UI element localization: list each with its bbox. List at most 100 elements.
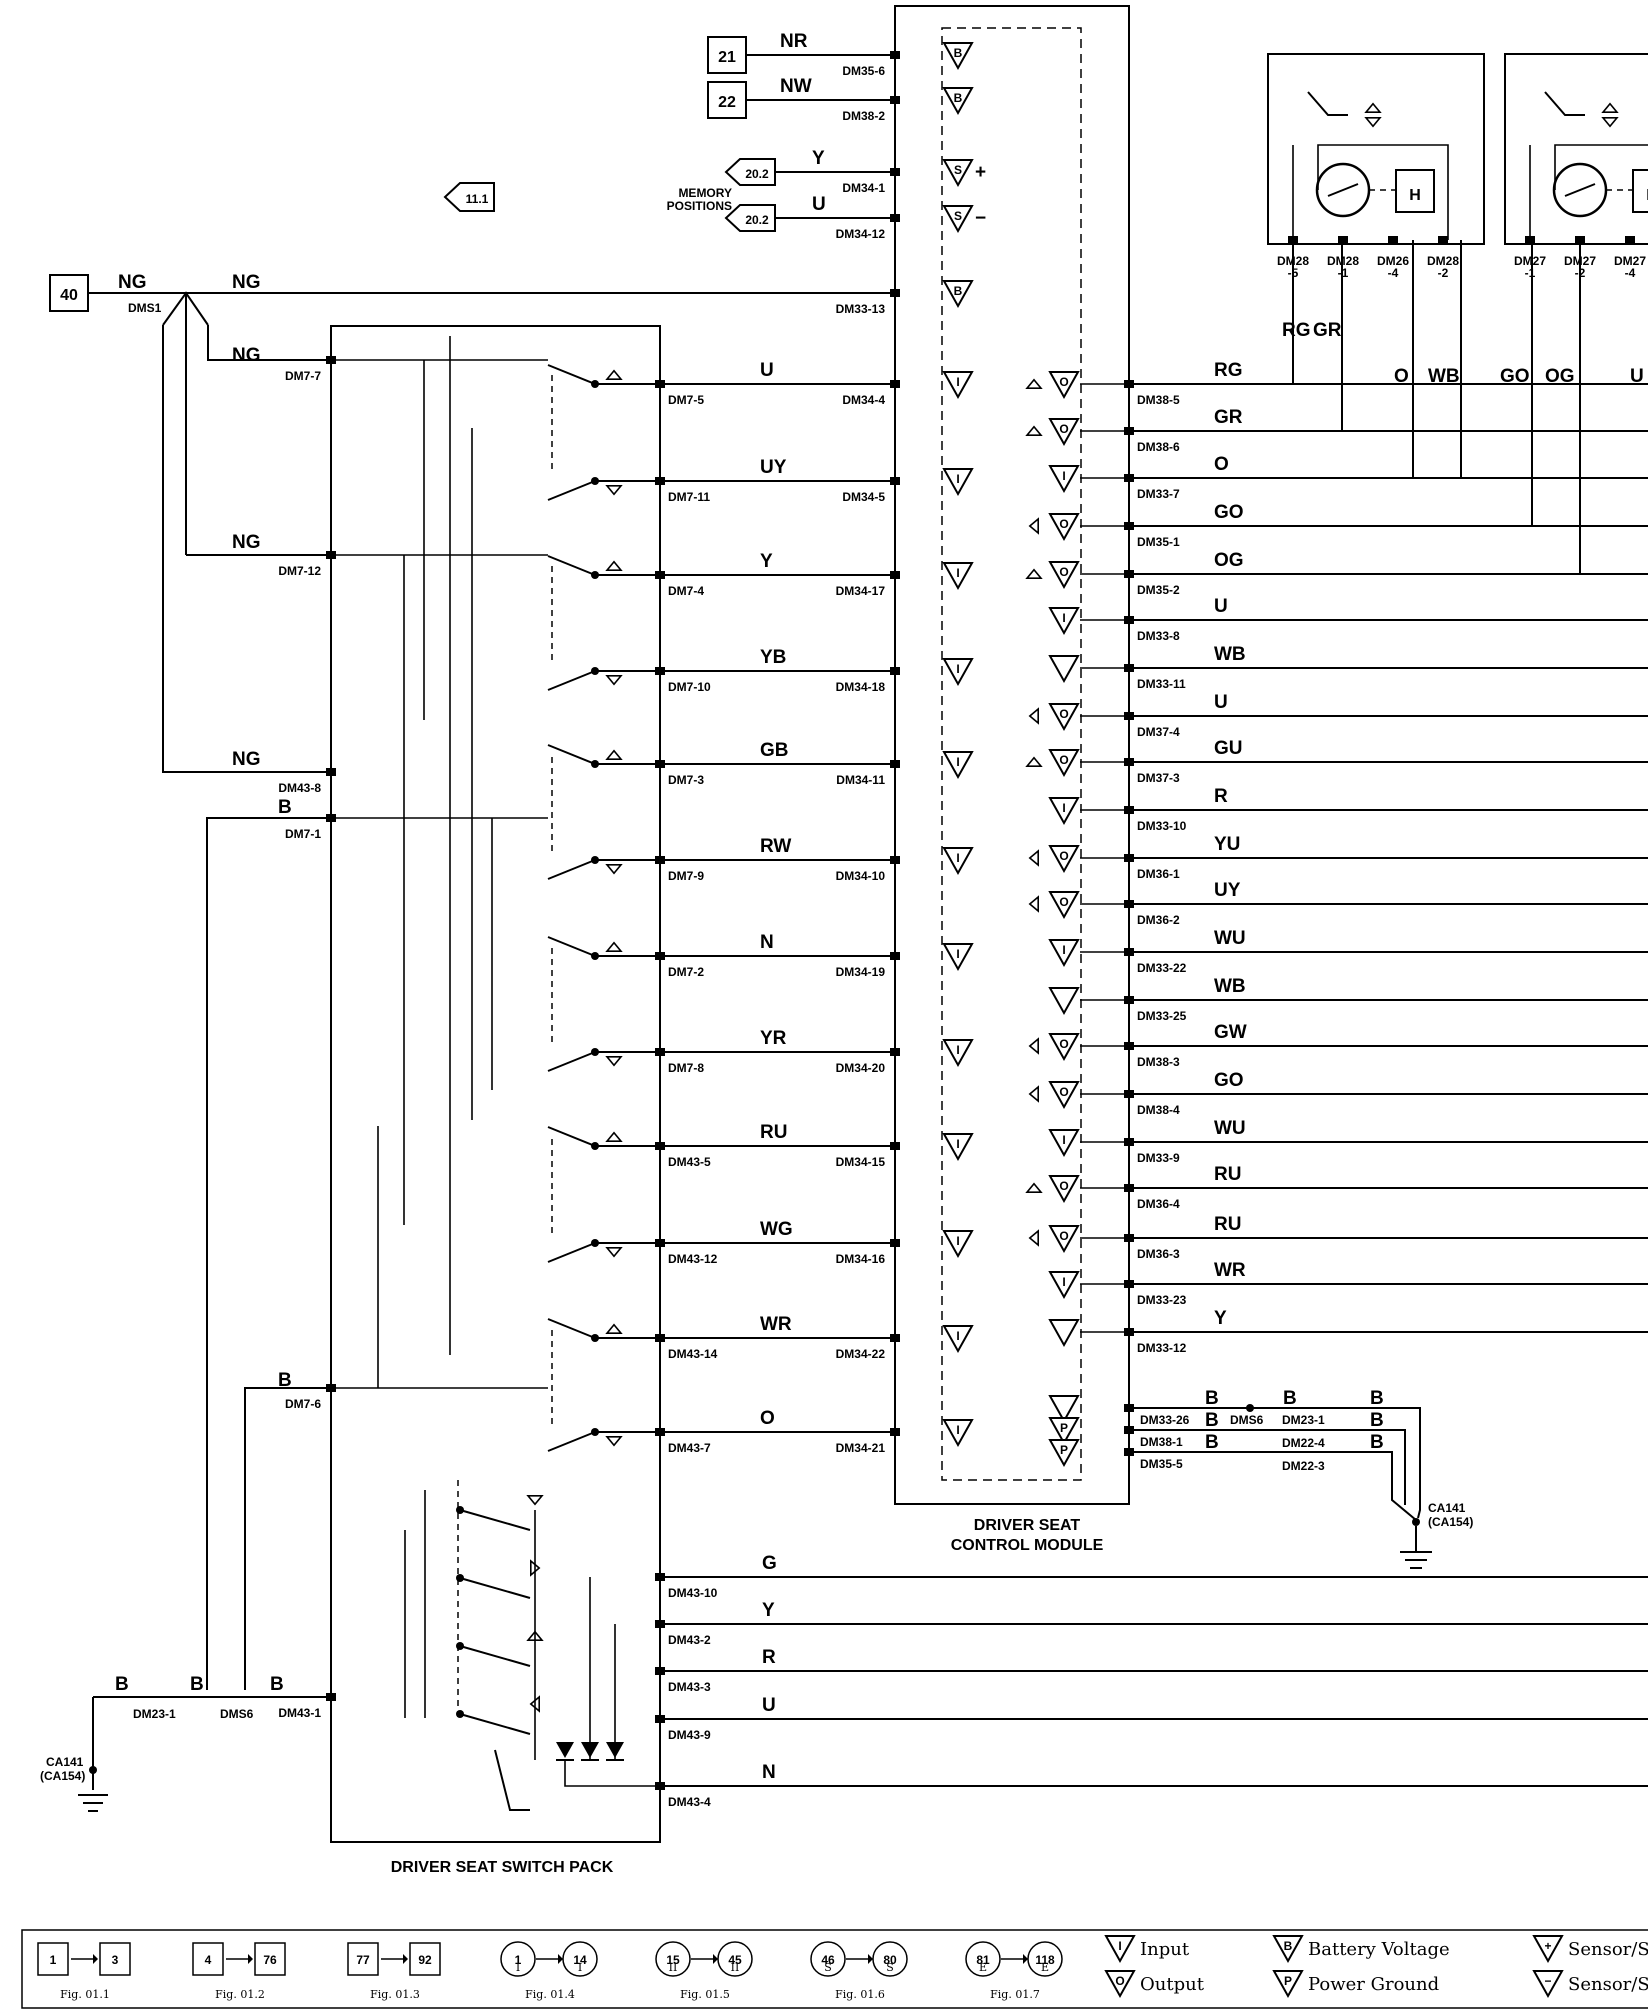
wire-color-label: RG bbox=[1282, 320, 1311, 341]
switch-pack-outline bbox=[330, 325, 661, 1843]
symbol-triangle bbox=[1048, 749, 1080, 778]
symbol-triangle bbox=[942, 1419, 974, 1448]
wire-color-label: Y bbox=[1214, 1308, 1227, 1329]
mirror-switch-blade bbox=[459, 1645, 531, 1667]
symbol-triangle bbox=[1272, 1935, 1304, 1964]
motor-pin bbox=[1388, 236, 1398, 244]
module-input-pin bbox=[890, 856, 900, 864]
symbol-triangle bbox=[1048, 939, 1080, 968]
symbol-letter: O bbox=[1059, 517, 1068, 531]
symbol-triangle bbox=[1048, 845, 1080, 874]
diode-common bbox=[564, 1760, 660, 1787]
wire-color-label: B bbox=[270, 1674, 284, 1695]
module-input-symbol: I bbox=[942, 1419, 974, 1448]
legend-figure-label: Fig. 01.7 bbox=[990, 1988, 1040, 2001]
switch-direction-icon bbox=[605, 863, 623, 875]
reference-box bbox=[49, 274, 89, 312]
switch-pack-pin bbox=[655, 1715, 665, 1723]
wire-color-label: YU bbox=[1214, 834, 1240, 855]
symbol-letter: P bbox=[1060, 1421, 1068, 1435]
module-pin-label: DM33-11 bbox=[1137, 677, 1186, 691]
legend-sensor-minus-icon: − bbox=[1532, 1970, 1564, 1999]
wire-color-label: O bbox=[760, 1408, 775, 1429]
symbol-triangle bbox=[942, 943, 974, 972]
module-pin-label: DM36-3 bbox=[1137, 1247, 1180, 1261]
legend-suffix: I bbox=[578, 1961, 582, 1974]
legend-suffix: S bbox=[824, 1961, 832, 1974]
symbol-letter: B bbox=[1284, 1939, 1293, 1953]
module-input-pin bbox=[890, 1048, 900, 1056]
wire-color-label: RU bbox=[1214, 1164, 1241, 1185]
module-input-pin bbox=[890, 1142, 900, 1150]
switch-pin-label: DM7-5 bbox=[668, 393, 704, 407]
symbol-triangle bbox=[942, 1230, 974, 1259]
legend-to: 76 bbox=[263, 1953, 277, 1967]
symbol-letter: O bbox=[1059, 1037, 1068, 1051]
switch-blade bbox=[547, 936, 596, 957]
switch-pin-label: DM7-10 bbox=[668, 680, 711, 694]
module-input-pin bbox=[890, 214, 900, 222]
symbol-triangle bbox=[1048, 1417, 1080, 1446]
switch-blade bbox=[547, 859, 596, 880]
switch-direction-icon bbox=[605, 1323, 623, 1334]
wire-color-label: WB bbox=[1428, 366, 1460, 387]
reference-tag bbox=[724, 204, 776, 232]
module-output-symbol: I bbox=[1048, 1271, 1080, 1300]
legend-arrow-head bbox=[558, 1954, 563, 1964]
wire-color-label: OG bbox=[1545, 366, 1575, 387]
legend-from: 81 bbox=[976, 1953, 990, 1967]
splice-dot bbox=[1246, 1404, 1254, 1412]
switch-contact-dot bbox=[456, 1642, 464, 1650]
module-output-symbol: I bbox=[1048, 607, 1080, 636]
splice-label: DMS1 bbox=[128, 301, 162, 315]
symbol-letter: S bbox=[954, 209, 962, 223]
module-ground-symbol: P bbox=[1048, 1417, 1080, 1446]
output-direction-icon bbox=[1025, 568, 1043, 580]
reference-number: 20.2 bbox=[745, 213, 769, 227]
switch-pin-label: DM43-7 bbox=[668, 1441, 711, 1455]
seat-icon bbox=[1544, 91, 1585, 116]
module-input-symbol: I bbox=[942, 1230, 974, 1259]
legend-circle bbox=[810, 1941, 846, 1977]
wire-color-label: U bbox=[1630, 366, 1644, 387]
symbol-letter: O bbox=[1059, 707, 1068, 721]
wire-color-label: B bbox=[190, 1674, 204, 1695]
wire-color-label: Y bbox=[762, 1600, 775, 1621]
module-title: DRIVER SEAT bbox=[974, 1517, 1081, 1534]
switch-direction-icon bbox=[605, 1436, 623, 1447]
symbol-letter: I bbox=[956, 1329, 959, 1343]
switch-blade bbox=[547, 1431, 596, 1452]
module-pin-label: DM33-12 bbox=[1137, 1341, 1187, 1355]
wire-color-label: B bbox=[278, 1370, 292, 1391]
symbol-triangle bbox=[942, 1325, 974, 1354]
legend-to: 118 bbox=[1035, 1953, 1055, 1967]
legend-ground-icon: P bbox=[1272, 1970, 1304, 1999]
diode-icon bbox=[606, 1742, 624, 1758]
module-output-symbol: O bbox=[1048, 418, 1080, 447]
wire-color-label: B bbox=[115, 1674, 129, 1695]
legend-output-icon: O bbox=[1104, 1970, 1136, 1999]
legend-power-ground-label: Power Ground bbox=[1308, 1974, 1439, 1995]
switch-direction-icon bbox=[605, 484, 623, 496]
module-input-symbol: I bbox=[942, 658, 974, 687]
symbol-triangle bbox=[1048, 987, 1080, 1016]
switch-pin-label: DM7-11 bbox=[668, 490, 710, 504]
legend-figure-label: Fig. 01.5 bbox=[680, 1988, 730, 2001]
legend-suffix: I bbox=[516, 1961, 520, 1974]
symbol-letter: I bbox=[956, 947, 959, 961]
symbol-letter: O bbox=[1059, 753, 1068, 767]
symbol-triangle bbox=[1048, 371, 1080, 400]
module-input-pin bbox=[890, 1428, 900, 1436]
wire-color-label: R bbox=[762, 1647, 776, 1668]
module-output-symbol: O bbox=[1048, 513, 1080, 542]
symbol-triangle bbox=[1048, 1175, 1080, 1204]
output-direction-icon bbox=[1028, 895, 1039, 913]
wire-color-label: B bbox=[278, 797, 292, 818]
wire-color-label: B bbox=[1283, 1388, 1297, 1409]
symbol-letter: I bbox=[1062, 943, 1065, 957]
reference-number: 21 bbox=[718, 49, 736, 66]
symbol-triangle bbox=[1048, 1225, 1080, 1254]
symbol-triangle bbox=[942, 1133, 974, 1162]
output-direction-icon bbox=[1028, 1085, 1039, 1103]
reference-tag bbox=[443, 182, 495, 212]
